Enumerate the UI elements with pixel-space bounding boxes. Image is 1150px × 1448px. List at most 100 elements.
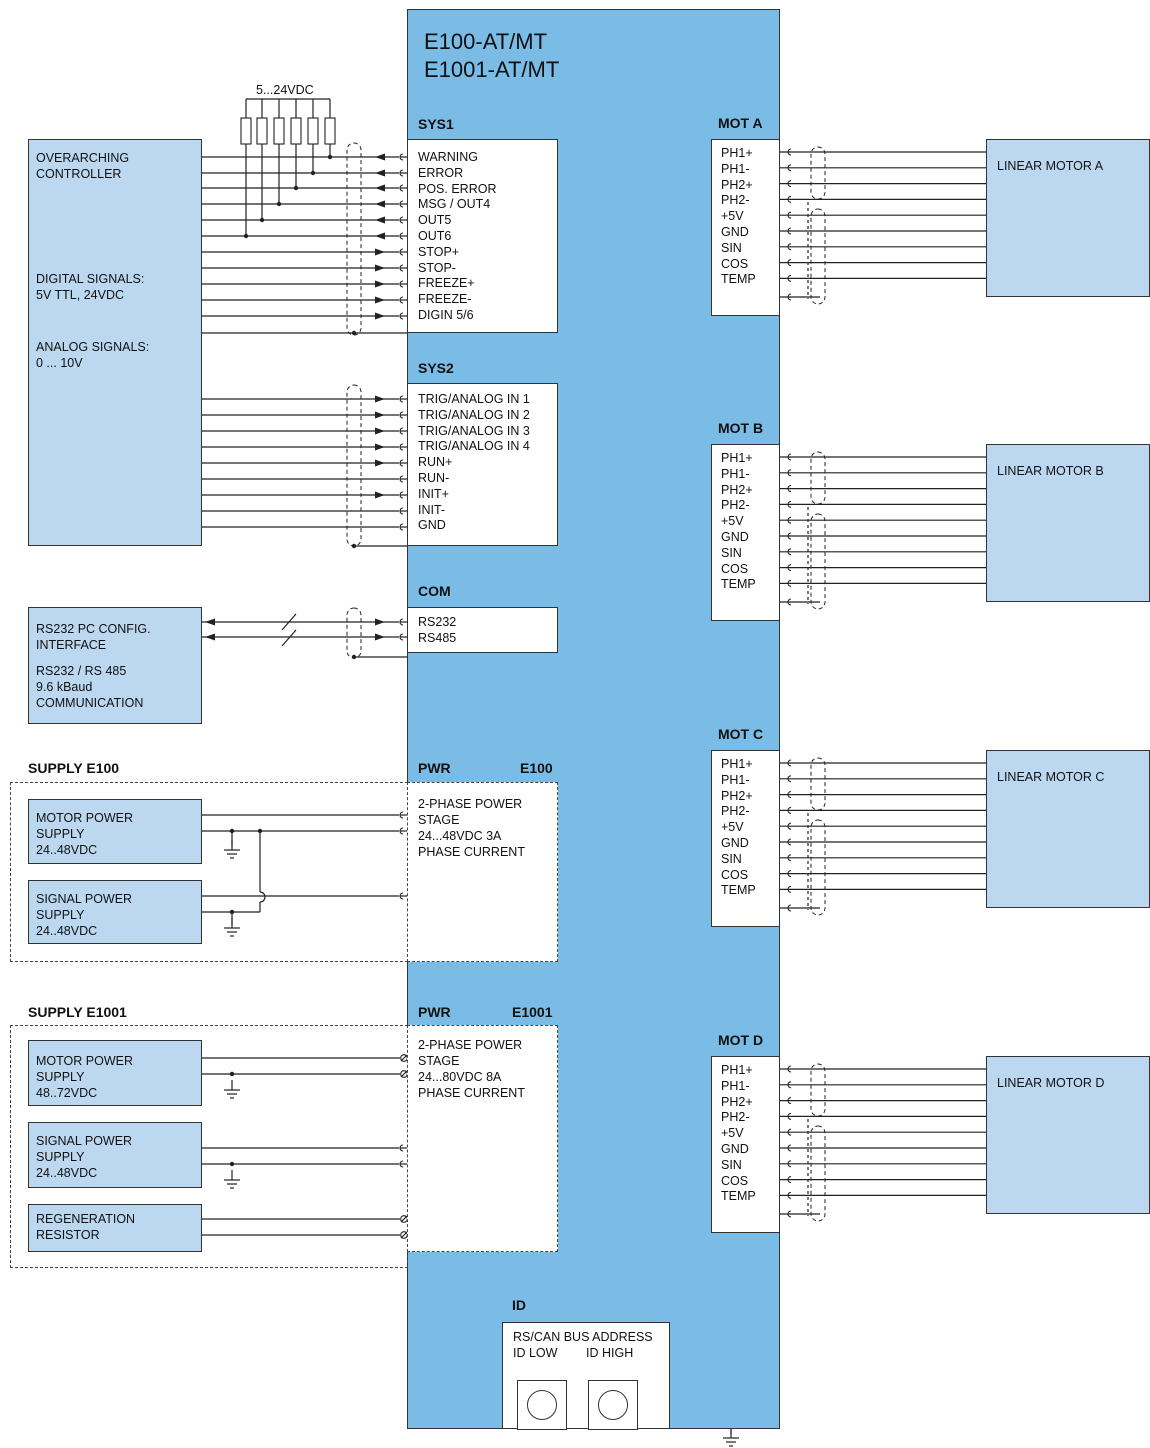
mot-b-pin-3: PH2+ <box>721 482 753 497</box>
mot-b-pin-4: PH2- <box>721 498 750 513</box>
plug-icon <box>787 180 792 188</box>
plug-icon <box>787 227 792 235</box>
plug-icon <box>787 822 792 830</box>
resistor-icon <box>240 117 252 145</box>
e100-motor-l2: SUPPLY <box>36 827 85 841</box>
mot-d-shield-lower <box>810 1125 826 1222</box>
pwr-e100-connector <box>407 782 558 962</box>
controller-analog2: 0 ... 10V <box>36 356 83 370</box>
bus-slash <box>281 629 297 647</box>
junction-dot <box>351 654 357 660</box>
e100-motor-l1: MOTOR POWER <box>36 811 133 825</box>
e100-signal-l3: 24..48VDC <box>36 924 98 938</box>
linear-motor-c-label: LINEAR MOTOR C <box>997 770 1105 784</box>
plug-icon <box>787 1128 792 1136</box>
mot-a-shield-upper <box>810 146 826 200</box>
sys1-pin-5: OUT5 <box>418 213 452 228</box>
mot-d-pin-5: +5V <box>721 1126 744 1141</box>
controller-analog1: ANALOG SIGNALS: <box>36 340 150 354</box>
plug-icon <box>787 532 792 540</box>
rs232-line5: COMMUNICATION <box>36 696 144 710</box>
screw-slot <box>400 1070 408 1078</box>
mot-b-title: MOT B <box>718 420 764 436</box>
sys1-pin-11: DIGIN 5/6 <box>418 308 474 322</box>
mot-d-pin-2: PH1- <box>721 1078 750 1093</box>
junction-dot <box>310 170 316 176</box>
id-high-rotary-switch[interactable] <box>588 1380 638 1430</box>
junction-dot <box>327 154 333 160</box>
pwr-e100-l1: 2-PHASE POWER <box>418 797 523 811</box>
mot-c-pin-6: GND <box>721 836 749 850</box>
plug-icon <box>787 904 792 912</box>
com-connector <box>407 607 558 653</box>
arrow-icon <box>205 633 215 641</box>
mot-c-pin-3: PH2+ <box>721 788 753 803</box>
sys2-pin-4: TRIG/ANALOG IN 4 <box>418 439 530 454</box>
e100-signal-l1: SIGNAL POWER <box>36 892 133 906</box>
plug-icon <box>787 1097 792 1105</box>
plug-icon <box>787 870 792 878</box>
com-pin-2: RS485 <box>418 630 457 645</box>
plug-icon <box>787 148 792 156</box>
mot-a-pin-3: PH2+ <box>721 177 753 192</box>
sys1-cable-shield <box>346 142 362 336</box>
e1001-motor-l2: SUPPLY <box>36 1070 85 1084</box>
bus-slash <box>281 613 297 631</box>
sys2-pin-1: TRIG/ANALOG IN 1 <box>418 392 530 406</box>
sys1-pin-1: WARNING <box>418 150 478 164</box>
controller-digital2: 5V TTL, 24VDC <box>36 288 125 302</box>
junction-dot <box>351 330 357 336</box>
plug-icon <box>787 453 792 461</box>
com-pin-1: RS232 <box>418 615 457 629</box>
mot-a-title: MOT A <box>718 115 763 131</box>
e1001-motor-l1: MOTOR POWER <box>36 1054 133 1068</box>
sys2-connector <box>407 383 558 546</box>
pwr-e1001-model: E1001 <box>512 1004 553 1020</box>
e100-signal-power-supply <box>28 880 202 944</box>
mot-c-pin-2: PH1- <box>721 772 750 787</box>
mot-a-pin-9: TEMP <box>721 272 756 287</box>
mot-a-pin-6: GND <box>721 225 749 239</box>
junction-dot <box>259 217 265 223</box>
plug-icon <box>787 1210 792 1218</box>
mot-b-pin-2: PH1- <box>721 466 750 481</box>
e1001-motor-power-supply <box>28 1040 202 1106</box>
linear-motor-d-label: LINEAR MOTOR D <box>997 1076 1105 1090</box>
resistor-icon <box>324 117 336 145</box>
arrow-icon <box>375 633 385 641</box>
plug-icon <box>787 259 792 267</box>
mot-b-shield-lower <box>810 513 826 610</box>
sys2-cable-shield <box>346 384 362 547</box>
id-low-label: ID LOW <box>513 1346 558 1360</box>
sys1-pin-7: STOP+ <box>418 244 460 259</box>
mot-a-pin-7: SIN <box>721 240 742 255</box>
arrow-icon <box>375 216 385 224</box>
rs232-line1: RS232 PC CONFIG. <box>36 622 151 636</box>
mot-b-pin-9: TEMP <box>721 577 756 592</box>
mot-d-connector <box>711 1056 780 1233</box>
pwr-e100-title: PWR <box>418 760 451 776</box>
id-low-rotary-switch[interactable] <box>517 1380 567 1430</box>
mot-d-pin-1: PH1+ <box>721 1063 753 1077</box>
sys1-pin-2: ERROR <box>418 165 464 180</box>
mot-c-pin-7: SIN <box>721 851 742 866</box>
rs232-interface-box <box>28 607 202 724</box>
plug-icon <box>787 579 792 587</box>
controller-line1: OVERARCHING <box>36 151 130 165</box>
arrow-icon <box>375 618 385 626</box>
linear-motor-b-label: LINEAR MOTOR B <box>997 464 1104 478</box>
linear-motor-b <box>986 444 1150 602</box>
pwr-e100-model: E100 <box>520 760 553 776</box>
arrow-icon <box>375 296 385 304</box>
e1001-signal-l3: 24..48VDC <box>36 1166 98 1180</box>
supply-e1001-title: SUPPLY E1001 <box>28 1004 127 1020</box>
pwr-e1001-l4: PHASE CURRENT <box>418 1086 525 1100</box>
arrow-icon <box>375 153 385 161</box>
mot-c-pin-5: +5V <box>721 820 744 835</box>
arrow-icon <box>375 459 385 467</box>
mot-d-pin-6: GND <box>721 1142 749 1156</box>
e100-motor-power-supply <box>28 799 202 864</box>
mot-b-pin-8: COS <box>721 561 749 576</box>
mot-c-shield-upper <box>810 757 826 811</box>
arrow-icon <box>375 395 385 403</box>
